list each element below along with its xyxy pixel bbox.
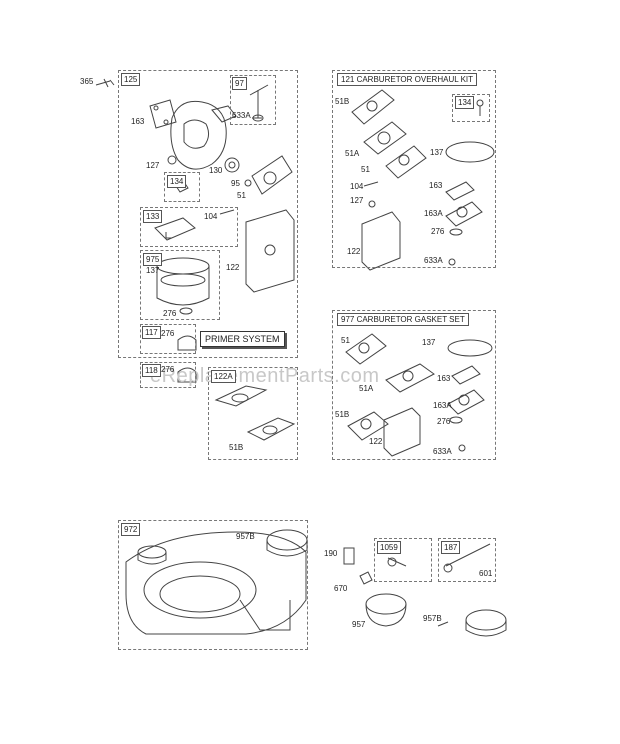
part-label: 122 xyxy=(347,247,361,256)
part-label: 117 xyxy=(142,326,161,339)
group-overhaul-kit xyxy=(332,70,496,268)
part-label: 51B xyxy=(335,410,350,419)
part-label: 122 xyxy=(226,263,240,272)
part-label: 104 xyxy=(204,212,218,221)
part-label: 276 xyxy=(161,329,175,338)
group-ref-972: 972 xyxy=(121,523,141,536)
carburetor-body-icon xyxy=(149,99,237,170)
primer-system-label: PRIMER SYSTEM xyxy=(200,331,285,347)
part-label: 163 xyxy=(429,181,443,190)
part-label: 51B xyxy=(229,443,244,452)
bowl-icon xyxy=(156,257,210,306)
part-label: 127 xyxy=(146,161,160,170)
part-label: 163 xyxy=(437,374,451,383)
part-label: 187 xyxy=(441,541,461,554)
part-label: 163A xyxy=(433,401,452,410)
part-label: 957B xyxy=(236,532,255,541)
gasket-51-icon xyxy=(251,155,293,195)
choke-lever-icon xyxy=(249,84,269,122)
group-gasket-set xyxy=(332,310,496,460)
part-label: 1059 xyxy=(377,541,401,554)
overhaul-kit-title: 121 CARBURETOR OVERHAUL KIT xyxy=(337,73,478,86)
gasket-set-title: 977 CARBURETOR GASKET SET xyxy=(337,313,469,326)
part-label: 97 xyxy=(232,77,247,90)
part-label: 633A xyxy=(232,111,251,120)
subgroup-133 xyxy=(140,207,238,247)
part-label: 957 xyxy=(352,620,366,629)
plate-122-icon xyxy=(245,209,295,293)
part-label: 365 xyxy=(80,77,94,86)
part-label: 134 xyxy=(167,175,187,188)
group-carburetor-125 xyxy=(118,70,298,358)
subgroup-ok-134 xyxy=(452,94,490,122)
part-label: 633A xyxy=(433,447,452,456)
part-label: 134 xyxy=(455,96,475,109)
part-label: 276 xyxy=(163,309,177,318)
group-ref-125: 125 xyxy=(121,73,141,86)
subgroup-118 xyxy=(140,362,196,388)
subgroup-134 xyxy=(164,172,200,202)
float-icon xyxy=(154,217,196,241)
part-label: 276 xyxy=(431,227,445,236)
fuel-cap-957b-bottom-icon xyxy=(465,609,507,637)
part-label: 276 xyxy=(161,365,175,374)
fuel-cap-957-icon xyxy=(365,593,407,627)
part-label: 163 xyxy=(131,117,145,126)
part-label: 133 xyxy=(143,210,163,223)
part-label: 95 xyxy=(231,179,240,188)
part-label: 601 xyxy=(479,569,493,578)
fuel-tank-icon xyxy=(125,531,307,635)
part-label: 51A xyxy=(345,149,360,158)
group-fuel-tank-972 xyxy=(118,520,308,650)
part-label: 137 xyxy=(422,338,436,347)
part-label: 51 xyxy=(237,191,246,200)
part-label: 104 xyxy=(350,182,364,191)
part-label: 51 xyxy=(361,165,370,174)
subgroup-187 xyxy=(438,538,496,582)
part-label: 276 xyxy=(437,417,451,426)
part-label: 51 xyxy=(341,336,350,345)
part-label: 633A xyxy=(424,256,443,265)
part-label: 51A xyxy=(359,384,374,393)
part-label: 130 xyxy=(209,166,223,175)
watermark: eReplacementParts.com xyxy=(150,365,380,387)
subgroup-117 xyxy=(140,324,196,354)
subgroup-97 xyxy=(230,75,276,125)
part-label: 127 xyxy=(350,196,364,205)
part-label: 118 xyxy=(142,364,161,377)
part-label: 51B xyxy=(335,97,350,106)
part-label: 122 xyxy=(369,437,383,446)
part-label: 957B xyxy=(423,614,442,623)
part-label: 163A xyxy=(424,209,443,218)
group-122a xyxy=(208,367,298,460)
subgroup-1059 xyxy=(374,538,432,582)
screw-365-icon xyxy=(95,78,115,88)
part-label: 122A xyxy=(211,370,236,383)
part-label: 190 xyxy=(324,549,338,558)
subgroup-975 xyxy=(140,250,220,320)
part-label: 137 xyxy=(430,148,444,157)
part-label: 670 xyxy=(334,584,348,593)
part-label: 975 xyxy=(143,253,163,266)
part-label: 137 xyxy=(146,266,160,275)
